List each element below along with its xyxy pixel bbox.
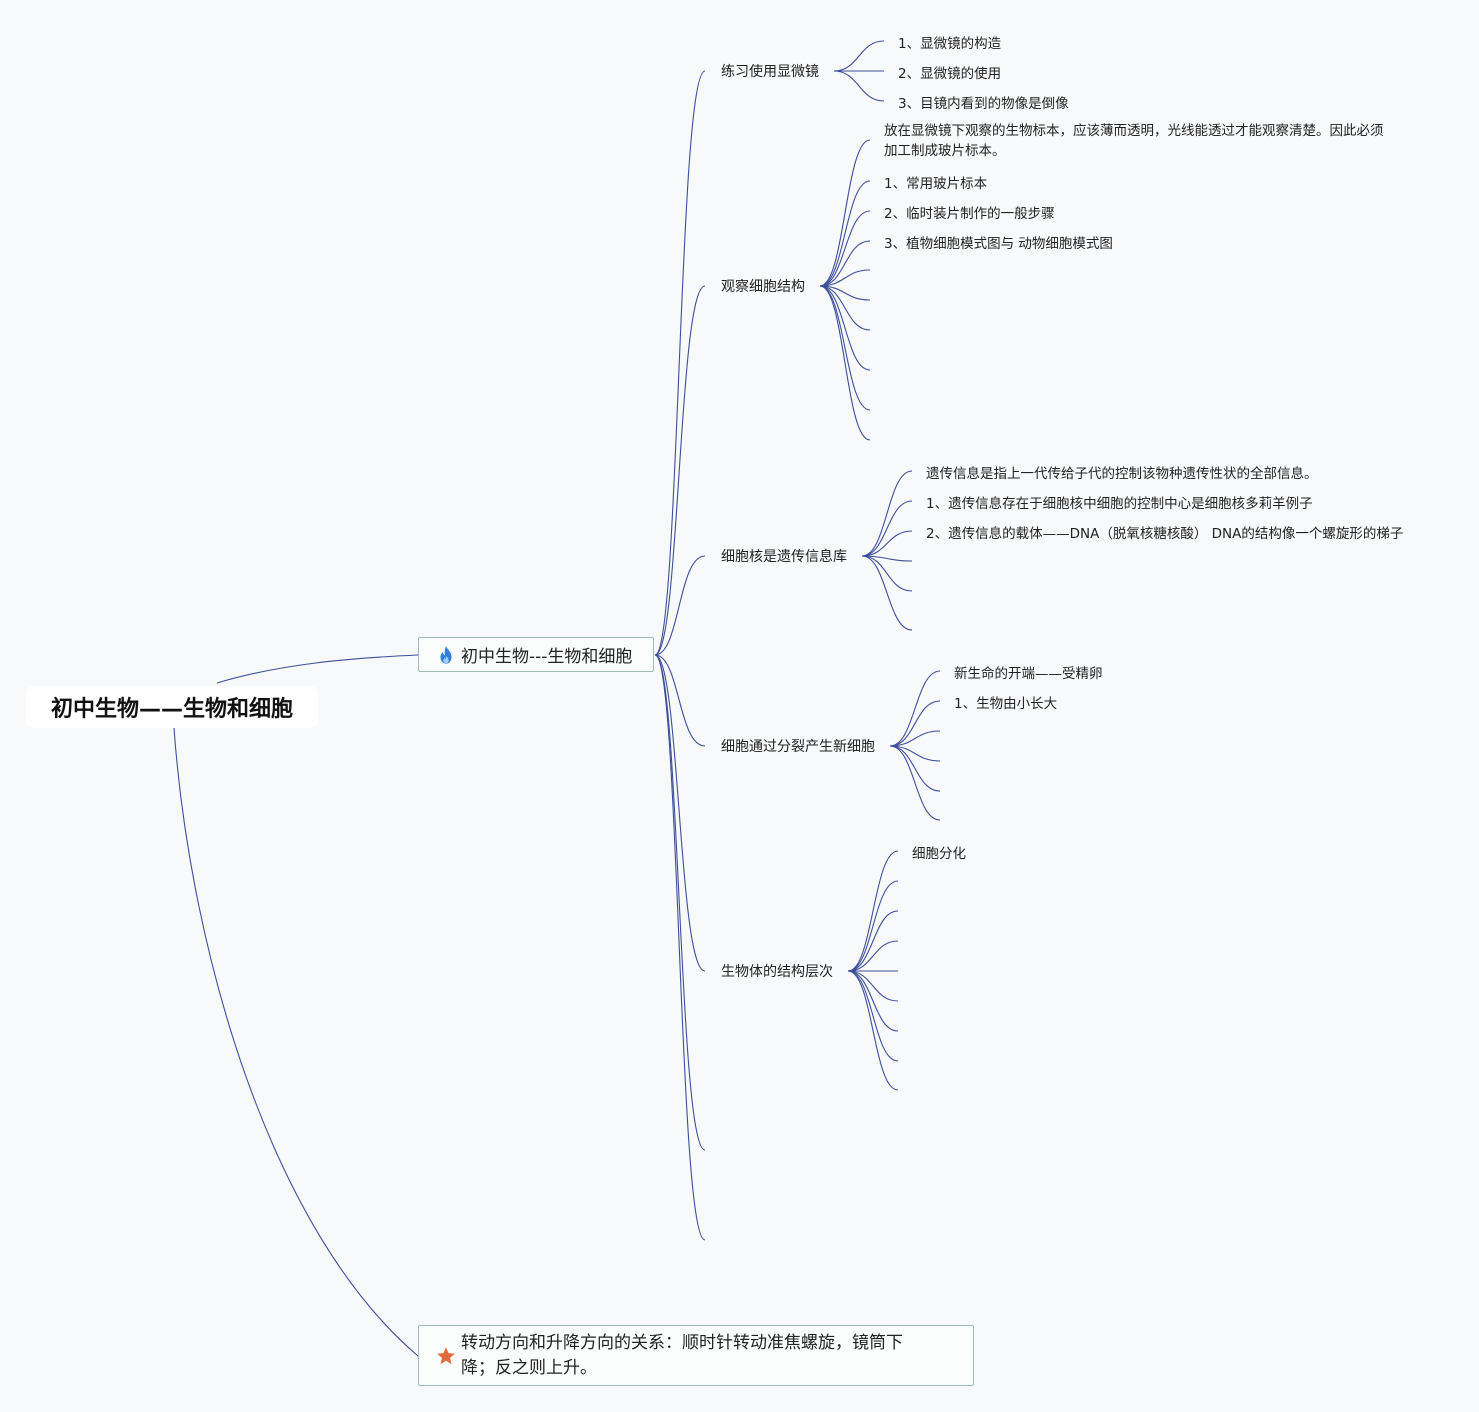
main-topic-box[interactable]: 初中生物---生物和细胞: [418, 637, 654, 672]
link-main-sub-4: [654, 654, 706, 972]
subtopic-label: 细胞核是遗传信息库: [721, 549, 847, 565]
link-main-sub-1: [654, 285, 706, 656]
leaf-item[interactable]: 2、遗传信息的载体——DNA（脱氧核糖核酸） DNA的结构像一个螺旋形的梯子: [926, 526, 1404, 542]
link-microscope-0: [833, 40, 885, 72]
subtopic-cell-structure[interactable]: 观察细胞结构: [721, 276, 805, 296]
link-levels-6: [847, 970, 899, 1032]
link-cellstructure-1: [819, 180, 871, 287]
subtopic-label: 观察细胞结构: [721, 279, 805, 295]
root-topic[interactable]: 初中生物——生物和细胞: [26, 686, 318, 728]
link-cellstructure-7: [819, 285, 871, 371]
leaf-item[interactable]: 3、目镜内看到的物像是倒像: [898, 96, 1069, 112]
link-division-0: [889, 670, 941, 747]
subtopic-label: 练习使用显微镜: [721, 64, 819, 80]
link-nucleus-4: [861, 555, 913, 592]
link-cellstructure-6: [819, 285, 871, 331]
fire-icon: [440, 645, 452, 664]
link-nucleus-2: [861, 530, 913, 557]
link-division-3: [889, 745, 941, 762]
leaf-item[interactable]: 1、常用玻片标本: [884, 176, 988, 192]
link-main-sub-3: [654, 654, 706, 747]
leaf-item[interactable]: 3、植物细胞模式图与 动物细胞模式图: [884, 236, 1113, 252]
link-levels-7: [847, 970, 899, 1062]
subtopic-microscope[interactable]: 练习使用显微镜: [721, 61, 819, 81]
link-levels-2: [847, 910, 899, 972]
leaf-item[interactable]: 遗传信息是指上一代传给子代的控制该物种遗传性状的全部信息。: [926, 466, 1318, 482]
subtopic-label: 生物体的结构层次: [721, 964, 833, 980]
link-nucleus-1: [861, 500, 913, 557]
link-cellstructure-8: [819, 285, 871, 411]
link-nucleus-0: [861, 470, 913, 557]
link-root-note: [173, 727, 419, 1357]
link-division-1: [889, 700, 941, 747]
link-microscope-2: [833, 70, 885, 102]
link-levels-3: [847, 940, 899, 972]
star-icon: [437, 1346, 455, 1364]
link-nucleus-5: [861, 555, 913, 631]
link-root-main: [216, 654, 419, 684]
subtopic-cell-division[interactable]: 细胞通过分裂产生新细胞: [721, 736, 875, 756]
link-cellstructure-3: [819, 240, 871, 287]
leaf-item[interactable]: 2、临时装片制作的一般步骤: [884, 206, 1055, 222]
link-cellstructure-4: [819, 269, 871, 287]
link-main-sub-6: [654, 654, 706, 1241]
leaf-item[interactable]: 新生命的开端——受精卵: [954, 666, 1103, 682]
link-division-2: [889, 730, 941, 747]
leaf-item[interactable]: 1、显微镜的构造: [898, 36, 1002, 52]
leaf-item[interactable]: 1、生物由小长大: [954, 696, 1058, 712]
subtopic-label: 细胞通过分裂产生新细胞: [721, 739, 875, 755]
subtopic-nucleus[interactable]: 细胞核是遗传信息库: [721, 546, 847, 566]
leaf-item[interactable]: 1、遗传信息存在于细胞核中细胞的控制中心是细胞核多莉羊例子: [926, 496, 1313, 512]
link-cellstructure-0: [819, 139, 871, 287]
link-main-sub-2: [654, 555, 706, 656]
subtopic-structure-levels[interactable]: 生物体的结构层次: [721, 961, 833, 981]
link-cellstructure-9: [819, 285, 871, 441]
note-topic-box[interactable]: 转动方向和升降方向的关系：顺时针转动准焦螺旋，镜筒下降；反之则上升。: [418, 1325, 974, 1386]
link-division-4: [889, 745, 941, 792]
note-topic-label: 转动方向和升降方向的关系：顺时针转动准焦螺旋，镜筒下降；反之则上升。: [461, 1332, 903, 1378]
leaf-item[interactable]: 细胞分化: [912, 846, 966, 862]
leaf-item[interactable]: 2、显微镜的使用: [898, 66, 1002, 82]
link-division-5: [889, 745, 941, 821]
link-cellstructure-2: [819, 210, 871, 287]
link-main-sub-0: [654, 70, 706, 656]
link-levels-8: [847, 970, 899, 1091]
link-main-sub-5: [654, 654, 706, 1151]
leaf-item[interactable]: 放在显微镜下观察的生物标本，应该薄而透明，光线能透过才能观察清楚。因此必须加工制…: [884, 123, 1384, 159]
link-levels-0: [847, 850, 899, 972]
root-title: 初中生物——生物和细胞: [50, 697, 293, 722]
link-levels-1: [847, 880, 899, 972]
main-topic-label: 初中生物---生物和细胞: [461, 647, 633, 667]
